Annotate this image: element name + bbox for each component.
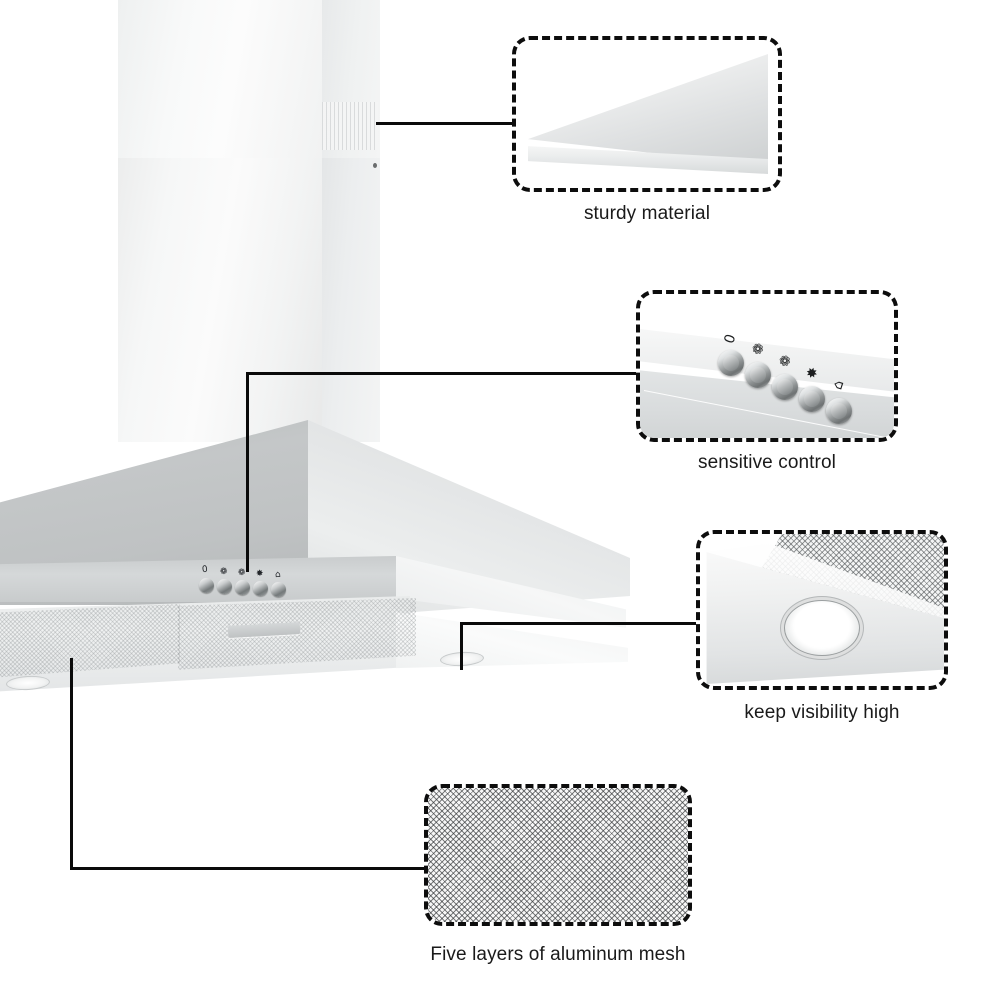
chimney-lower-front [118,158,323,442]
control-button-fan2[interactable] [772,374,798,400]
steel-plate-illustration [516,40,778,188]
leader-line-light-horizontal [460,622,698,625]
callout-label-sturdy-material: sturdy material [583,203,711,224]
chimney-upper-front [118,0,323,159]
hood-button-glyph-fan1: ❁ [219,566,229,578]
callout-label-aluminum-mesh: Five layers of aluminum mesh [430,944,686,965]
leader-line-control-horizontal [246,372,638,375]
callout-sensitive-control: 0 ❁ ❁ ✸ ⌂ [636,290,898,442]
leader-line-control-vertical [246,372,249,572]
hood-button-glyph-fan3: ✸ [255,568,265,580]
hood-button-glyph-light: ⌂ [274,569,282,581]
leader-line-sturdy-material [376,122,514,125]
callout-sturdy-material [512,36,782,192]
callout-label-sensitive-control: sensitive control [698,452,836,473]
chimney-vent-grille-icon [322,102,378,150]
callout-label-keep-visibility-high: keep visibility high [744,702,900,723]
callout-aluminum-mesh [424,784,692,926]
callout-keep-visibility-high [696,530,948,690]
hood-button-off[interactable] [199,578,214,593]
chimney-screw-icon [373,163,377,168]
control-button-light[interactable] [826,398,852,424]
control-button-fan1[interactable] [745,362,771,388]
leader-line-mesh-horizontal [70,867,426,870]
hood-button-fan3[interactable] [253,581,268,596]
control-button-off[interactable] [718,350,744,376]
hood-button-fan2[interactable] [235,580,250,595]
hood-button-glyph-fan2: ❁ [237,567,247,579]
leader-line-mesh-vertical [70,658,73,870]
range-hood-product-image: 0 ❁ ❁ ✸ ⌂ [0,0,660,720]
hood-button-glyph-off: 0 [201,564,209,576]
aluminum-mesh-illustration [428,788,688,922]
hood-button-fan1[interactable] [217,579,232,594]
lamp-light-ring [784,600,860,656]
canopy-front-rim [0,556,396,602]
control-panel-illustration: 0 ❁ ❁ ✸ ⌂ [640,294,894,438]
chimney-lower-side [322,158,380,442]
leader-line-light-vertical [460,622,463,670]
lamp-illustration [700,534,944,686]
hood-button-light[interactable] [271,582,286,597]
control-button-fan3[interactable] [799,386,825,412]
